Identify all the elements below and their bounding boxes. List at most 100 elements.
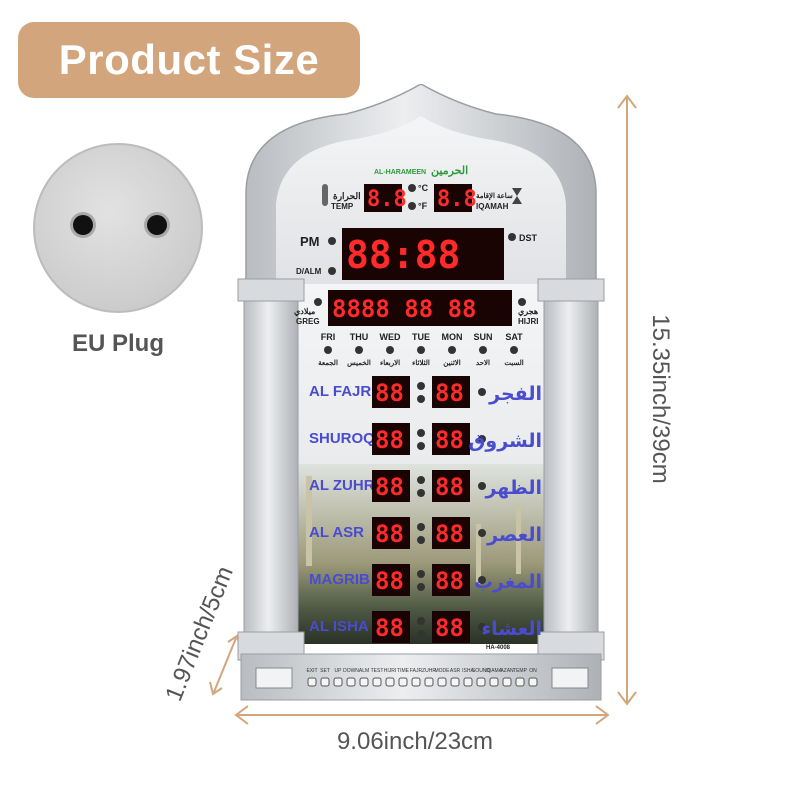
dalm-label: D/ALM [296, 267, 322, 276]
prayer-name-ar: العصر [486, 524, 542, 546]
temp-digits: 8.8 [367, 187, 407, 212]
day-label-ar: الاحد [476, 359, 490, 367]
eu-plug-label: EU Plug [71, 330, 164, 357]
prayer-minute-display [432, 470, 470, 502]
brand-ar: الحرمين [431, 165, 468, 177]
prayer-colon-dot [417, 523, 425, 531]
control-button [320, 677, 330, 687]
prayer-indicator [478, 576, 486, 584]
plug-pin-right [147, 215, 167, 235]
prayer-hour-digits: 88 [375, 426, 404, 454]
prayer-hour-display [372, 611, 410, 643]
main-time-display [342, 228, 504, 280]
prayer-name-ar: الفجر [488, 383, 542, 405]
control-button-label: SOUND [472, 668, 490, 674]
control-button [398, 677, 408, 687]
control-button-label: AZAN [500, 668, 514, 674]
control-button [359, 677, 369, 687]
control-button-label: IQAMA [486, 668, 503, 674]
control-button-label: TEST [371, 668, 384, 674]
prayer-minute-digits: 88 [435, 614, 464, 642]
day-label-en: SAT [505, 332, 523, 342]
prayer-hour-digits: 88 [375, 614, 404, 642]
control-button [450, 677, 460, 687]
control-button-label: ZUHR [422, 668, 436, 674]
day-indicator [479, 346, 487, 354]
date-display [328, 290, 512, 326]
prayer-colon-dot [417, 617, 425, 625]
prayer-minute-digits: 88 [435, 473, 464, 501]
iqamah-label: IQAMAH [476, 202, 509, 211]
prayer-name-ar: العشاء [481, 618, 542, 640]
control-button [346, 677, 356, 687]
day-label-ar: السبت [504, 359, 523, 367]
prayer-colon-dot [417, 382, 425, 390]
control-button [437, 677, 447, 687]
day-label-ar: الاربعاء [380, 359, 400, 367]
control-button [489, 677, 499, 687]
prayer-colon-dot [417, 442, 425, 450]
prayer-hour-display [372, 564, 410, 596]
height-dimension-label: 15.35inch/39cm [647, 314, 674, 484]
control-button-label: DOWN [343, 668, 359, 674]
day-indicator [355, 346, 363, 354]
day-label-en: SUN [473, 332, 492, 342]
temp-label: TEMP [331, 202, 354, 211]
prayer-colon-dot [417, 570, 425, 578]
weekday-row: FRIالجمعةTHUالخميسWEDالاربعاءTUEالثلاثاء… [318, 332, 524, 367]
control-button-label: SET [320, 668, 330, 674]
prayer-hour-display [372, 423, 410, 455]
unit-f: °F [418, 201, 428, 211]
control-button-label: FAJR [410, 668, 423, 674]
control-button-label: ON [529, 668, 537, 674]
pm-label: PM [300, 234, 320, 249]
prayer-minute-digits: 88 [435, 520, 464, 548]
brand-en: AL-HARAMEEN [374, 169, 426, 176]
day-indicator [510, 346, 518, 354]
model-number: HA-4008 [486, 645, 511, 651]
day-label-en: WED [380, 332, 401, 342]
day-label-en: MON [442, 332, 463, 342]
day-label-ar: الجمعة [318, 359, 338, 367]
prayer-name-en: AL ISHA [309, 618, 369, 635]
control-button-label: EXIT [306, 668, 317, 674]
prayer-colon-dot [417, 583, 425, 591]
prayer-minute-display [432, 517, 470, 549]
day-label-ar: الاثنين [443, 359, 460, 367]
hijri-label: HIJRI [518, 317, 538, 326]
day-label-en: TUE [412, 332, 430, 342]
day-label-en: FRI [321, 332, 336, 342]
day-label-en: THU [350, 332, 369, 342]
day-indicator [417, 346, 425, 354]
prayer-minute-digits: 88 [435, 379, 464, 407]
control-button-label: UP [335, 668, 343, 674]
day-indicator [448, 346, 456, 354]
prayer-colon-dot [417, 429, 425, 437]
height-dimension-arrow [617, 94, 637, 706]
prayer-hour-digits: 88 [375, 567, 404, 595]
width-dimension-label: 9.06inch/23cm [336, 728, 494, 755]
day-indicator [386, 346, 394, 354]
prayer-name-ar: المغرب [474, 571, 542, 593]
prayer-hour-display [372, 470, 410, 502]
control-button-label: ALM [359, 668, 369, 674]
control-button [528, 677, 538, 687]
product-size-banner: Product Size [18, 22, 360, 98]
prayer-indicator [478, 529, 486, 537]
prayer-name-en: MAGRIB [309, 571, 370, 588]
control-button [307, 677, 317, 687]
control-button-label: MODE [435, 668, 451, 674]
prayer-hour-display [372, 517, 410, 549]
control-button [515, 677, 525, 687]
prayer-minute-display [432, 611, 470, 643]
control-button [463, 677, 473, 687]
clock-base [240, 653, 602, 701]
hourglass-icon [512, 188, 522, 204]
control-button [385, 677, 395, 687]
left-column [243, 278, 299, 660]
prayer-name-en: AL ASR [309, 524, 364, 541]
